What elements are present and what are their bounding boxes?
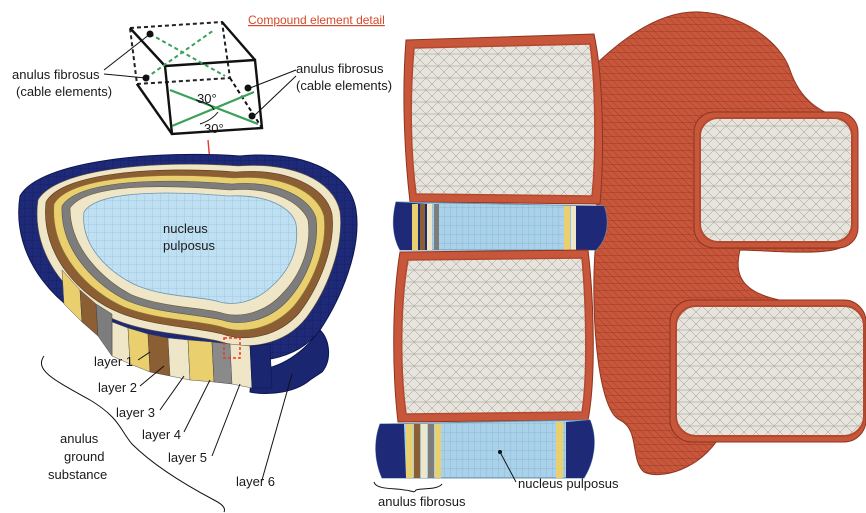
ground-substance-label: anulus ground substance [48,431,107,482]
anulus-cable-label-right: anulus fibrosus (cable elements) [250,61,392,116]
svg-text:anulus fibrosus: anulus fibrosus [296,61,384,76]
svg-text:ground: ground [64,449,104,464]
svg-text:nucleus pulposus: nucleus pulposus [518,476,619,491]
layer-3-label: layer 3 [116,405,155,420]
svg-text:anulus fibrosus: anulus fibrosus [378,494,466,509]
svg-text:substance: substance [48,467,107,482]
intervertebral-disc-lower [376,420,595,478]
compound-element-cube [130,22,262,134]
svg-text:(cable elements): (cable elements) [296,78,392,93]
layer-5-label: layer 5 [168,450,207,465]
spine-motion-segment: anulus fibrosus nucleus pulposus [374,12,866,509]
svg-text:anulus fibrosus: anulus fibrosus [12,67,100,82]
intervertebral-disc-upper [393,202,606,250]
layer-2-label: layer 2 [98,380,137,395]
angle-label-bottom: 30° [204,121,224,136]
anulus-cable-label-left: anulus fibrosus (cable elements) [12,34,150,99]
angle-label-top: 30° [197,91,217,106]
layer-1-label: layer 1 [94,354,133,369]
intervertebral-disc-model: nucleus pulposus layer 1 layer 2 layer 3… [19,154,357,512]
compound-element-title: Compound element detail [248,13,385,27]
svg-text:pulposus: pulposus [163,238,216,253]
svg-text:(cable elements): (cable elements) [16,84,112,99]
anulus-fibrosus-bottom-label: anulus fibrosus [374,482,466,509]
svg-text:anulus: anulus [60,431,99,446]
layer-4-label: layer 4 [142,427,181,442]
svg-text:nucleus: nucleus [163,221,208,236]
layer-6-label: layer 6 [236,474,275,489]
